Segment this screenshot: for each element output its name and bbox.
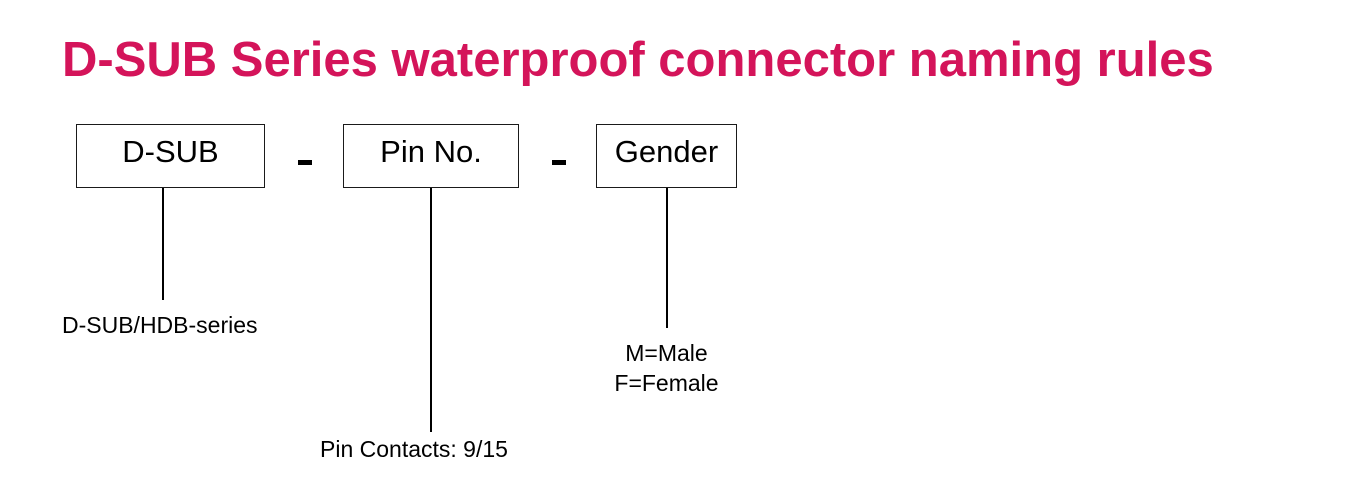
description-gender: M=Male F=Female xyxy=(596,338,737,398)
connector-line-series xyxy=(162,188,164,300)
segment-box-series-label: D-SUB xyxy=(122,134,219,169)
description-series: D-SUB/HDB-series xyxy=(62,312,258,338)
connector-line-pin-no xyxy=(430,188,432,432)
page-title: D-SUB Series waterproof connector naming… xyxy=(62,33,1214,87)
segment-box-pin-no-label: Pin No. xyxy=(380,134,482,169)
segment-box-series: D-SUB xyxy=(76,124,265,188)
description-gender-male: M=Male xyxy=(625,340,708,366)
separator-dash-2 xyxy=(552,160,566,165)
segment-box-gender: Gender xyxy=(596,124,737,188)
connector-line-gender xyxy=(666,188,668,328)
description-pin-no: Pin Contacts: 9/15 xyxy=(320,436,508,462)
description-gender-female: F=Female xyxy=(614,370,719,396)
separator-dash-1 xyxy=(298,160,312,165)
segment-box-gender-label: Gender xyxy=(614,134,719,169)
segment-box-pin-no: Pin No. xyxy=(343,124,519,188)
